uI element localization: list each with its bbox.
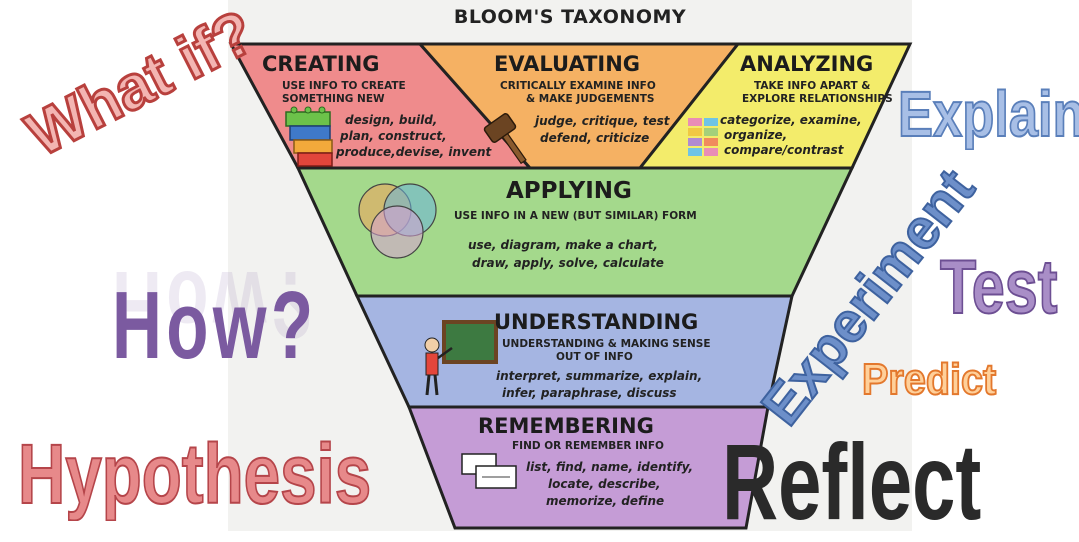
applying-verbs-line1: use, diagram, make a chart,: [468, 238, 658, 252]
applying-verbs-line2: draw, apply, solve, calculate: [472, 256, 664, 270]
analyzing-verbs-line3: compare/contrast: [724, 143, 844, 157]
evaluating-verbs-line2: defend, criticize: [540, 131, 650, 145]
understanding-verbs-line1: interpret, summarize, explain,: [496, 369, 703, 383]
sorting-chart-icon: [688, 118, 718, 156]
understanding-title: UNDERSTANDING: [494, 310, 699, 334]
understanding-verbs-line2: infer, paraphrase, discuss: [502, 386, 677, 400]
pyramid-diagram: [228, 42, 913, 530]
evaluating-verbs-line1: judge, critique, test: [535, 114, 670, 128]
remembering-title: REMEMBERING: [478, 414, 654, 438]
hypothesis-word: Hypothesis: [17, 427, 372, 521]
predict-word: Predict: [861, 355, 997, 404]
creating-verbs-line2: plan, construct,: [340, 129, 447, 143]
evaluating-desc-line2: & MAKE JUDGEMENTS: [526, 93, 655, 105]
creating-title: CREATING: [262, 52, 380, 76]
venn-diagram-icon: [358, 183, 437, 259]
creating-desc-line2: SOMETHING NEW: [282, 93, 385, 105]
remembering-desc-line1: FIND OR REMEMBER INFO: [512, 440, 664, 452]
remembering-verbs-line2: locate, describe,: [548, 477, 661, 491]
analyzing-verbs-line1: categorize, examine,: [720, 113, 862, 127]
remembering-verbs-line3: memorize, define: [546, 494, 665, 508]
evaluating-desc-line1: CRITICALLY EXAMINE INFO: [500, 80, 656, 92]
applying-title: APPLYING: [506, 178, 632, 204]
how-word-reflection: How?: [112, 251, 318, 358]
understanding-desc-line2: OUT OF INFO: [556, 351, 633, 363]
gavel-icon: [483, 113, 527, 165]
analyzing-verbs-line2: organize,: [724, 128, 788, 142]
creating-verbs-line3: produce,devise, invent: [336, 145, 492, 159]
teacher-at-board-icon: [424, 320, 498, 396]
test-word: Test: [939, 245, 1058, 330]
how-word: How?: [112, 272, 318, 379]
creating-verbs-line1: design, build,: [345, 113, 438, 127]
understanding-desc-line1: UNDERSTANDING & MAKING SENSE: [502, 338, 711, 350]
lego-blocks-icon: [285, 106, 333, 167]
flash-cards-icon: [461, 453, 517, 489]
reflect-word: Reflect: [722, 421, 982, 542]
applying-desc-line1: USE INFO IN A NEW (BUT SIMILAR) FORM: [454, 210, 697, 222]
blooms-taxonomy-graphic: BLOOM'S TAXONOMY: [15, 0, 1079, 536]
remembering-tier: [406, 405, 770, 530]
creating-desc-line1: USE INFO TO CREATE: [282, 80, 406, 92]
remembering-verbs-line1: list, find, name, identify,: [526, 460, 694, 474]
evaluating-title: EVALUATING: [494, 52, 641, 76]
analyzing-desc-line1: TAKE INFO APART &: [754, 80, 871, 92]
analyzing-title: ANALYZING: [740, 52, 874, 76]
explain-word: Explain: [897, 78, 1079, 150]
pyramid-title: BLOOM'S TAXONOMY: [453, 6, 687, 28]
analyzing-desc-line2: EXPLORE RELATIONSHIPS: [742, 93, 893, 105]
